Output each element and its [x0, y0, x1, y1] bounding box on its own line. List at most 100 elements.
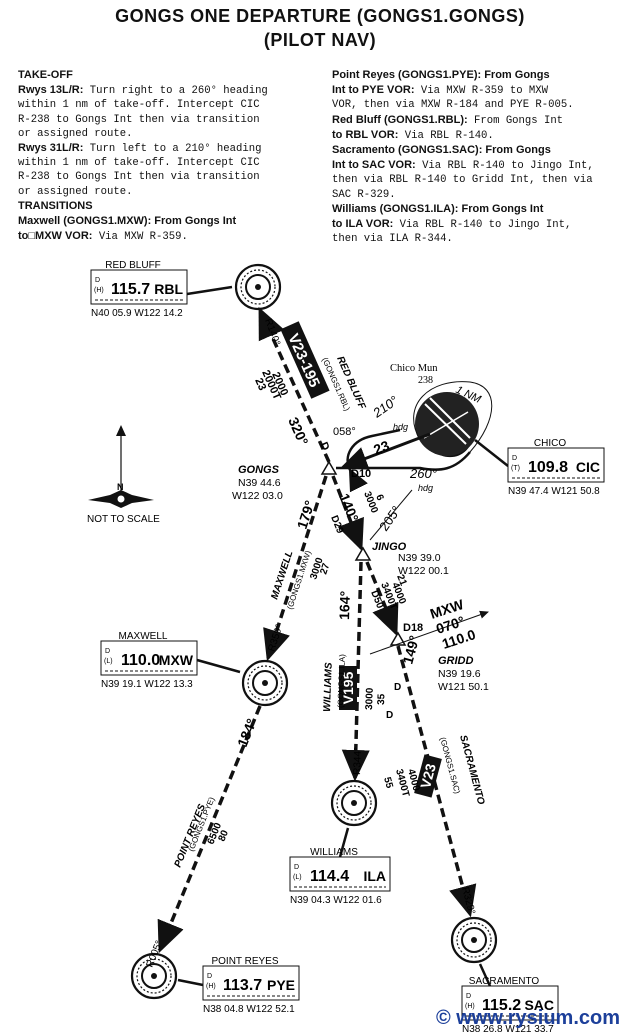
rbl-vor-icon: [234, 263, 282, 311]
transition-text: Via RBL R-140 to Jingo Int,: [415, 160, 594, 173]
transition-line: Williams (GONGS1.ILA): From Gongs Int: [332, 202, 594, 217]
ila-class-d: D: [294, 864, 299, 871]
course-205: 205°: [376, 503, 404, 534]
rbl-class-d: D: [95, 277, 100, 284]
cic-coords: N39 47.4 W121 50.8: [508, 486, 600, 497]
mxw-class-type: (L): [104, 658, 113, 665]
mxw-frequency: 110.0: [121, 652, 160, 669]
transition-line: to ILA VOR: Via RBL R-140 to Jingo Int,: [332, 217, 594, 232]
mxw-r359-label: R359°: [266, 623, 285, 653]
transition-line: VOR, then via MXW R-184 and PYE R-005.: [332, 98, 594, 112]
sac-name: SACRAMENTO: [469, 976, 540, 987]
gongs-coords-lon: W122 03.0: [232, 490, 283, 502]
ila-frequency: 114.4: [310, 868, 349, 885]
mxw-r070-line: [369, 610, 489, 655]
gongs-d10-label: D10: [351, 468, 371, 480]
one-nm-arc: [413, 381, 493, 453]
jingo-name: JINGO: [372, 541, 407, 553]
ila-vor-icon: [330, 779, 378, 827]
sac-frequency: 115.2: [482, 997, 521, 1014]
gongs-alt-a: 3000: [361, 490, 380, 515]
rbl-alt-c: 23: [252, 376, 268, 392]
mxw-box-frame: [100, 640, 198, 676]
sac-leader-line: [478, 963, 492, 987]
takeoff-text: R-238 to Gongs Int then via transition: [18, 171, 260, 184]
hdg-260-label: 260°: [409, 466, 437, 481]
ila-alt-b: 35: [376, 693, 387, 705]
takeoff-text: within 1 nm of take-off. Intercept CIC: [18, 157, 260, 170]
rbl-name: RED BLUFF: [105, 260, 161, 271]
transition-line: Red Bluff (GONGS1.RBL): From Gongs Int: [332, 113, 594, 128]
ila-leader-line: [338, 827, 350, 858]
course-149: 149°: [399, 634, 422, 666]
takeoff-line: or assigned route.: [18, 127, 268, 141]
sac-route-code: (GONGS1.SAC): [438, 736, 462, 795]
pye-class-d: D: [207, 973, 212, 980]
gongs-name: GONGS: [238, 464, 280, 476]
pye-ident: PYE: [267, 977, 295, 993]
hdg-210-unit: hdg: [393, 422, 408, 432]
mxw-coords: N39 19.1 W122 13.3: [101, 679, 193, 690]
gridd-sac-line: [396, 645, 477, 918]
transition-bold-text: Int to PYE VOR:: [332, 84, 415, 97]
takeoff-line: to□MXW VOR: Via MXW R-359.: [18, 229, 268, 244]
takeoff-text: or assigned route.: [18, 127, 133, 140]
transition-bold-text: Williams (GONGS1.ILA): From Gongs Int: [332, 202, 544, 215]
ila-r344-label: R344°: [352, 747, 364, 775]
v23-airway-box: V23: [414, 754, 442, 798]
rbl-box-frame: [90, 269, 188, 305]
transition-line: then via RBL R-140 to Gridd Int, then vi…: [332, 173, 594, 187]
jingo-ila-line: [341, 561, 370, 782]
chico-airport-icon: [415, 392, 479, 456]
v23-label: V23: [417, 762, 439, 790]
takeoff-line: Rwys 31L/R: Turn left to a 210° heading: [18, 141, 268, 156]
transition-line: to RBL VOR: Via RBL R-140.: [332, 128, 594, 143]
takeoff-text: within 1 nm of take-off. Intercept CIC: [18, 99, 260, 112]
rbl-leader-line: [186, 285, 233, 296]
gongs-alt-b: 6: [373, 493, 385, 503]
takeoff-bold-text: TAKE-OFF: [18, 69, 73, 81]
transition-line: Point Reyes (GONGS1.PYE): From Gongs: [332, 68, 594, 83]
cic-ident: CIC: [576, 459, 600, 475]
ila-ident: ILA: [363, 868, 386, 884]
transition-text: then via RBL R-140 to Gridd Int, then vi…: [332, 174, 593, 187]
transition-bold-text: Sacramento (GONGS1.SAC): From Gongs: [332, 144, 551, 157]
gongs-fix-icon: [320, 460, 338, 475]
mxw-ident: MXW: [159, 652, 194, 668]
north-label: N: [117, 482, 124, 492]
ila-d-label: D: [386, 710, 393, 721]
pye-alt-b: 80: [217, 828, 232, 843]
rbl-frequency: 115.7: [111, 281, 150, 298]
rbl-coords: N40 05.9 W122 14.2: [91, 308, 183, 319]
ila-route-name: WILLIAMS: [322, 662, 335, 712]
chart-subtitle: (PILOT NAV): [263, 30, 377, 50]
mxw-vor-icon: [241, 659, 289, 707]
gridd-fix-icon: [389, 631, 407, 646]
takeoff-text: or assigned route.: [18, 185, 133, 198]
sac-route-name: SACRAMENTO: [457, 734, 486, 806]
airport-name: Chico Mun: [390, 363, 438, 374]
takeoff-line: TRANSITIONS: [18, 199, 268, 214]
jingo-fix-icon: [354, 546, 372, 561]
takeoff-bold-text: TRANSITIONS: [18, 199, 93, 212]
sac-vor-icon: [450, 916, 498, 964]
mxw-pye-line: [157, 705, 262, 954]
gongs-d29-label: D29: [328, 514, 345, 536]
v195-airway-box: V195: [339, 666, 357, 710]
ila-name: WILLIAMS: [310, 847, 358, 858]
mxw-alt-b: 27: [318, 562, 332, 576]
takeoff-line: Rwys 13L/R: Turn right to a 260° heading: [18, 83, 268, 98]
course-179: 179°: [294, 498, 318, 530]
gongs-jingo-line: [331, 475, 364, 552]
ila-coords: N39 04.3 W122 01.6: [290, 895, 382, 906]
rbl-ident: RBL: [154, 281, 183, 297]
transition-text: Via RBL R-140.: [398, 129, 494, 142]
course-184: 184°: [234, 716, 260, 749]
jingo-alt-c: 21: [394, 573, 409, 588]
takeoff-bold-text: Rwys 31L/R:: [18, 142, 84, 155]
takeoff-text: Turn left to a 210° heading: [83, 143, 262, 156]
airport-elevation: 238: [418, 375, 433, 386]
